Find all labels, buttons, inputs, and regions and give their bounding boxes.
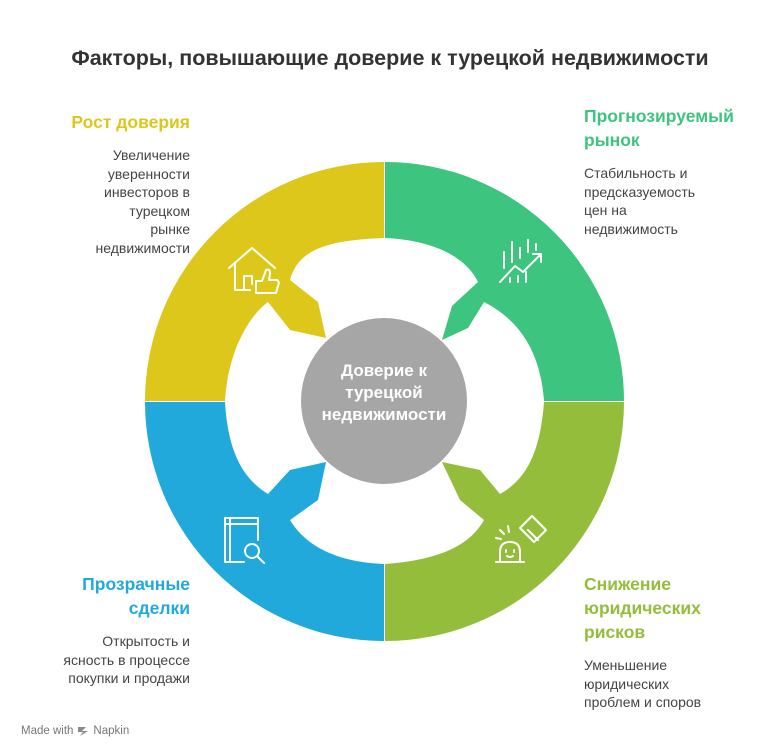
book-search-icon [224, 517, 265, 564]
block-legal: Снижение юридических рисков Уменьшение ю… [584, 572, 734, 712]
growth-description: Увеличение уверенности инвесторов в туре… [95, 147, 190, 256]
legal-heading: Снижение юридических рисков [584, 574, 701, 642]
transparent-heading: Прозрачные сделки [82, 574, 190, 618]
page-title: Факторы, повышающие доверие к турецкой н… [71, 46, 709, 70]
trend-up-chart-icon [499, 239, 542, 283]
legal-description: Уменьшение юридических проблем и споров [584, 657, 702, 710]
brand-label: Napkin [93, 725, 130, 737]
house-thumbs-up-icon [228, 247, 280, 294]
gavel-icon [495, 515, 547, 563]
segment-market [385, 162, 624, 401]
center-label: Доверие к турецкой недвижимости [321, 361, 447, 424]
growth-heading: Рост доверия [71, 112, 190, 132]
market-heading: Прогнозируемый рынок [584, 106, 734, 150]
footer: Made with Napkin [21, 725, 129, 737]
block-market: Прогнозируемый рынок Стабильность и пред… [584, 104, 764, 238]
block-growth: Рост доверия Увеличение уверенности инве… [20, 110, 190, 257]
market-description: Стабильность и предсказуемость цен на не… [584, 165, 696, 237]
center-circle [301, 318, 467, 484]
block-transparent: Прозрачные сделки Открытость и ясность в… [20, 572, 190, 688]
made-with-label: Made with [21, 725, 74, 737]
segment-transparent [145, 402, 384, 641]
transparent-description: Открытость и ясность в процессе покупки … [63, 633, 190, 686]
segment-legal [385, 402, 624, 641]
segment-growth [145, 162, 384, 401]
napkin-logo-icon [78, 727, 89, 736]
